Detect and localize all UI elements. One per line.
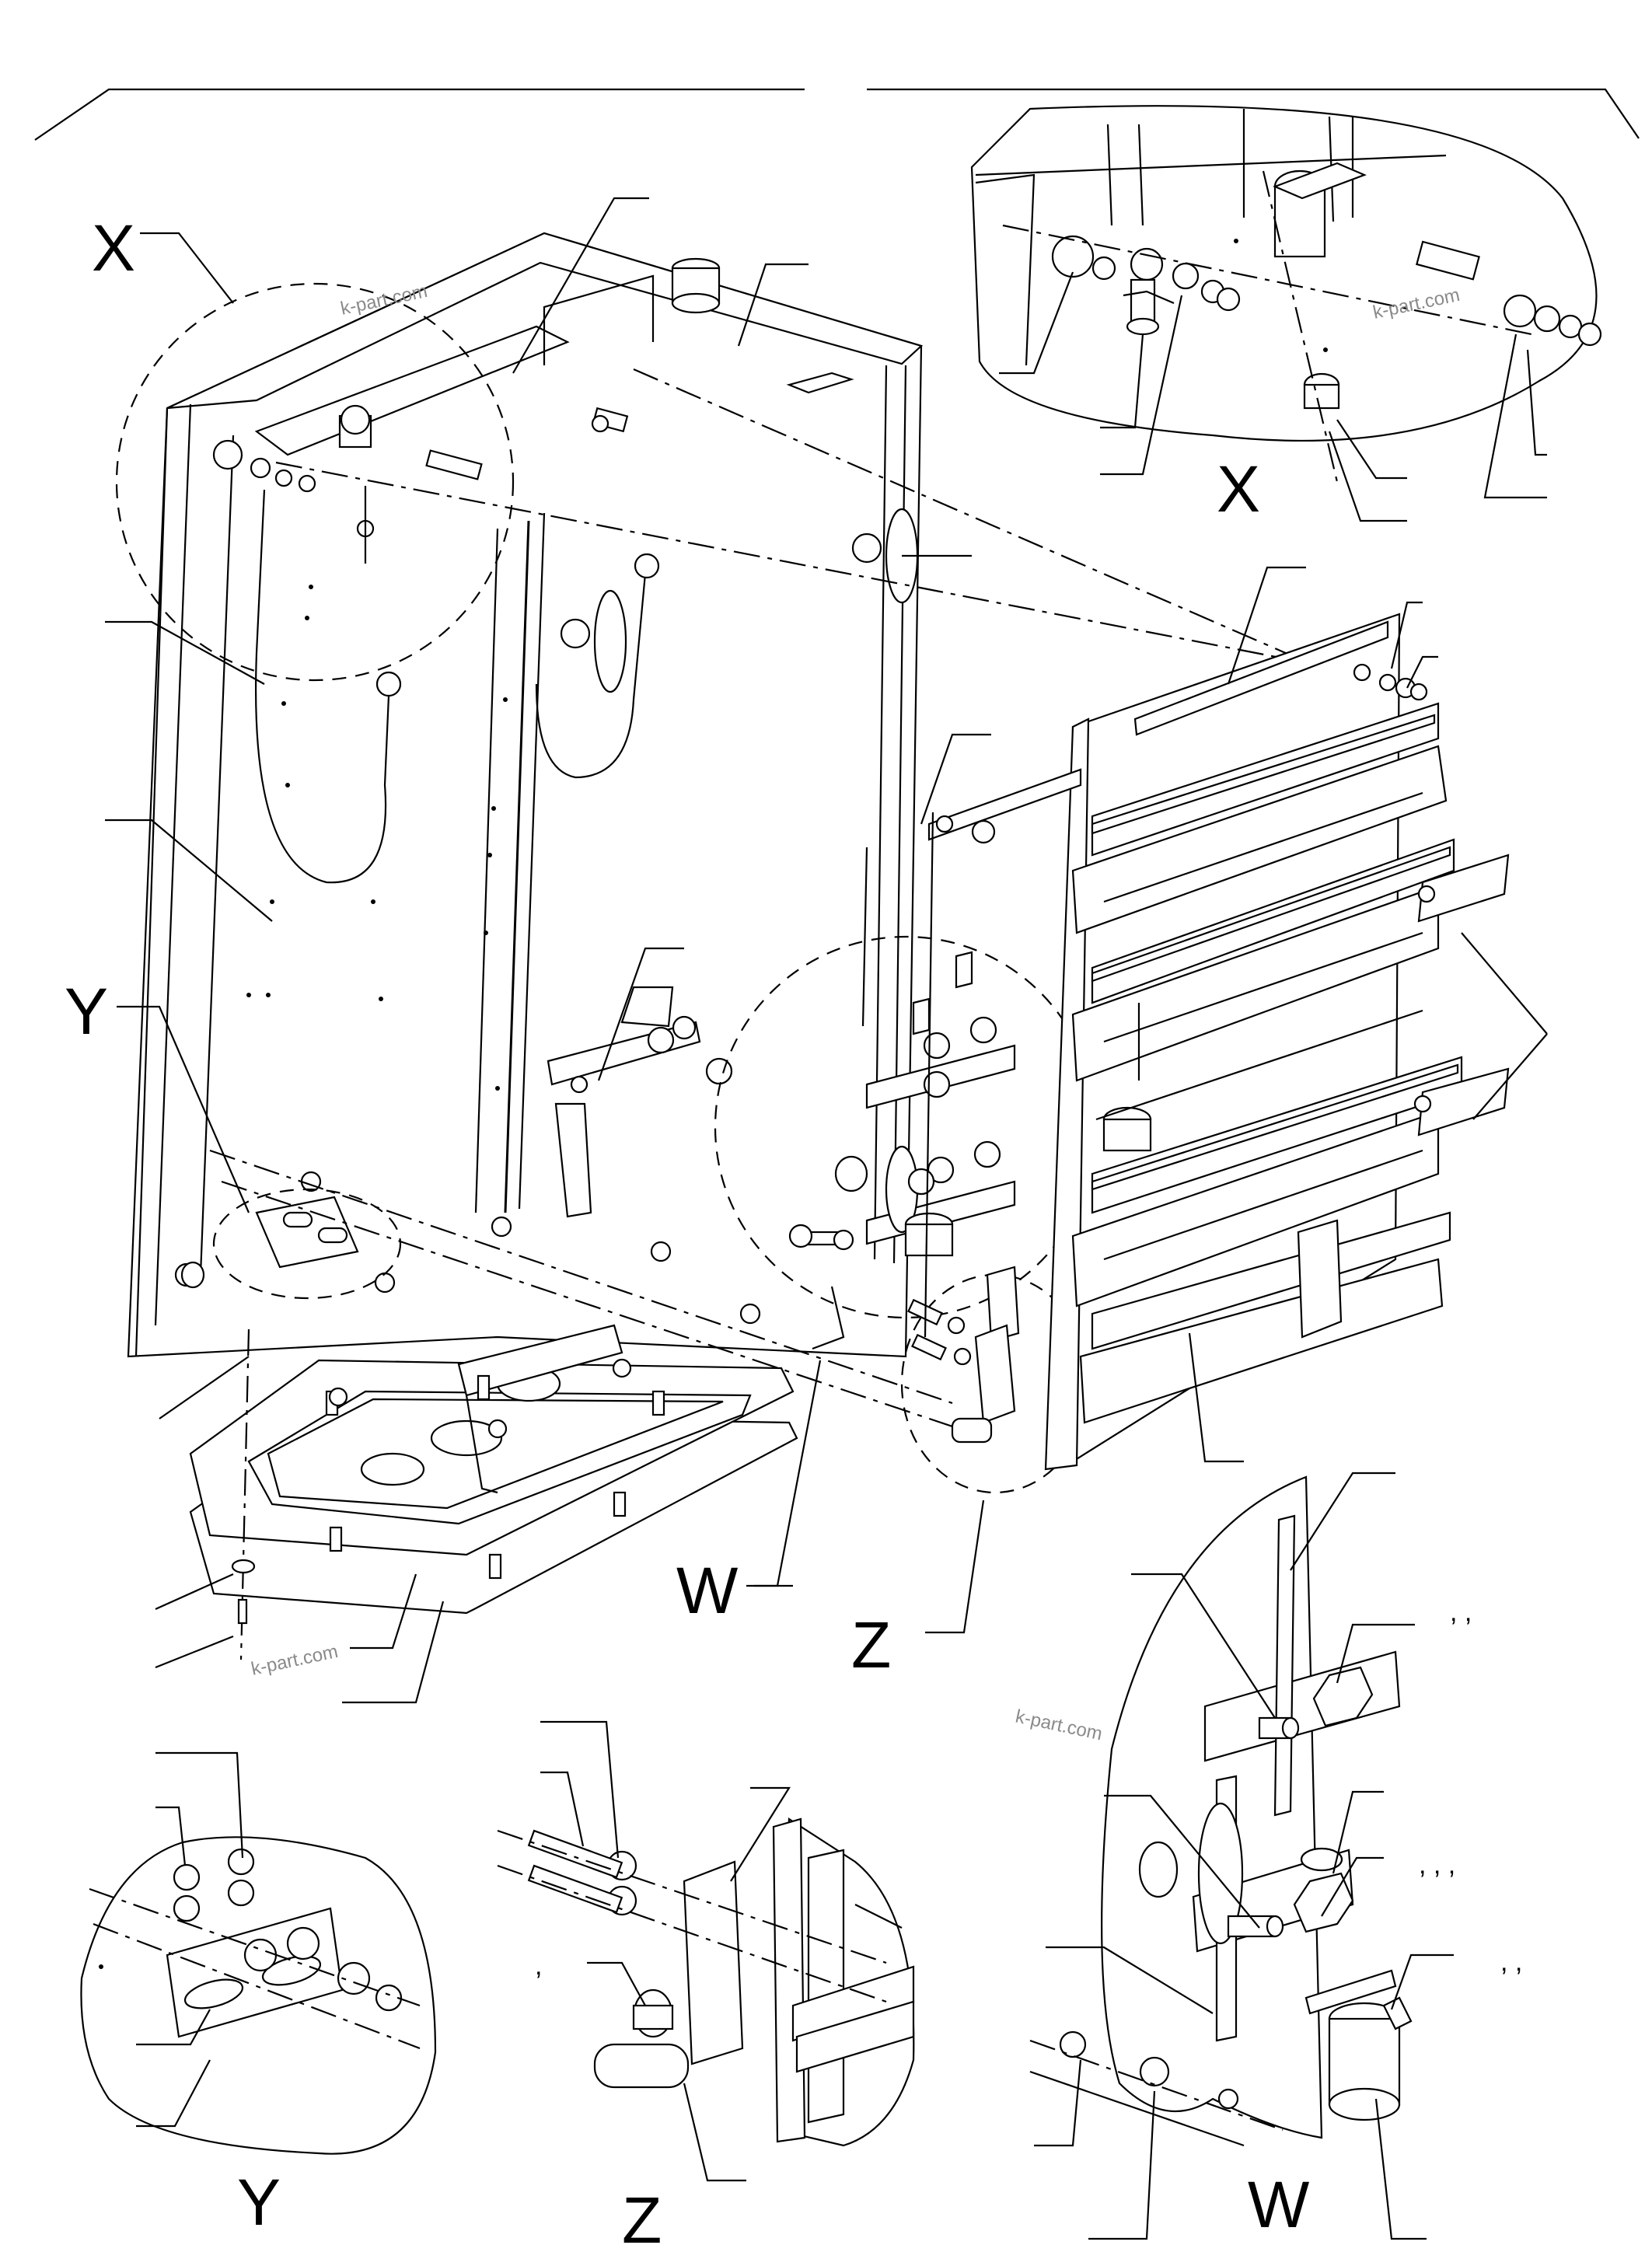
detail-y [80, 1836, 437, 2155]
cabinet-housing [127, 232, 924, 1358]
w-callout-row2: , , , [1419, 1850, 1455, 1880]
fin-row-1 [1091, 702, 1440, 857]
detail-x [970, 105, 1602, 1081]
view-label-y-main: Y [65, 975, 108, 1048]
base-plates [189, 1324, 798, 1615]
detail-circle-y [212, 1188, 402, 1300]
detail-z [497, 1817, 915, 2147]
view-label-y-detail: Y [237, 2166, 281, 2239]
w-callout-row3: , , [1500, 1947, 1522, 1977]
view-label-z-detail: Z [622, 2184, 662, 2257]
view-labels: X Y W Z X Y Z W [65, 211, 1309, 2257]
screw [237, 1598, 248, 1625]
callout-separators: , , , , , , , , [535, 1597, 1522, 1981]
watermark-3: k-part.com [250, 1641, 340, 1680]
view-label-x-main: X [92, 211, 135, 285]
explode-axes [209, 368, 1385, 1436]
view-label-w-detail: W [1248, 2168, 1309, 2241]
z-callout-row: , [535, 1951, 542, 1981]
rivet-holes [246, 585, 508, 1091]
view-label-z-main: Z [851, 1608, 891, 1681]
watermark-4: k-part.com [1014, 1706, 1104, 1744]
washer [231, 1559, 256, 1574]
rack-assembly [788, 613, 1510, 1471]
detail-w [1029, 1475, 1413, 2147]
view-label-x-detail: X [1217, 452, 1260, 525]
header-frame-lines [34, 88, 1640, 141]
detail-circle-x [115, 282, 515, 682]
w-callout-row1: , , [1450, 1597, 1472, 1627]
fin-row-2 [1091, 838, 1455, 1004]
view-label-w-main: W [676, 1554, 738, 1627]
leader-lines [105, 197, 1548, 2240]
